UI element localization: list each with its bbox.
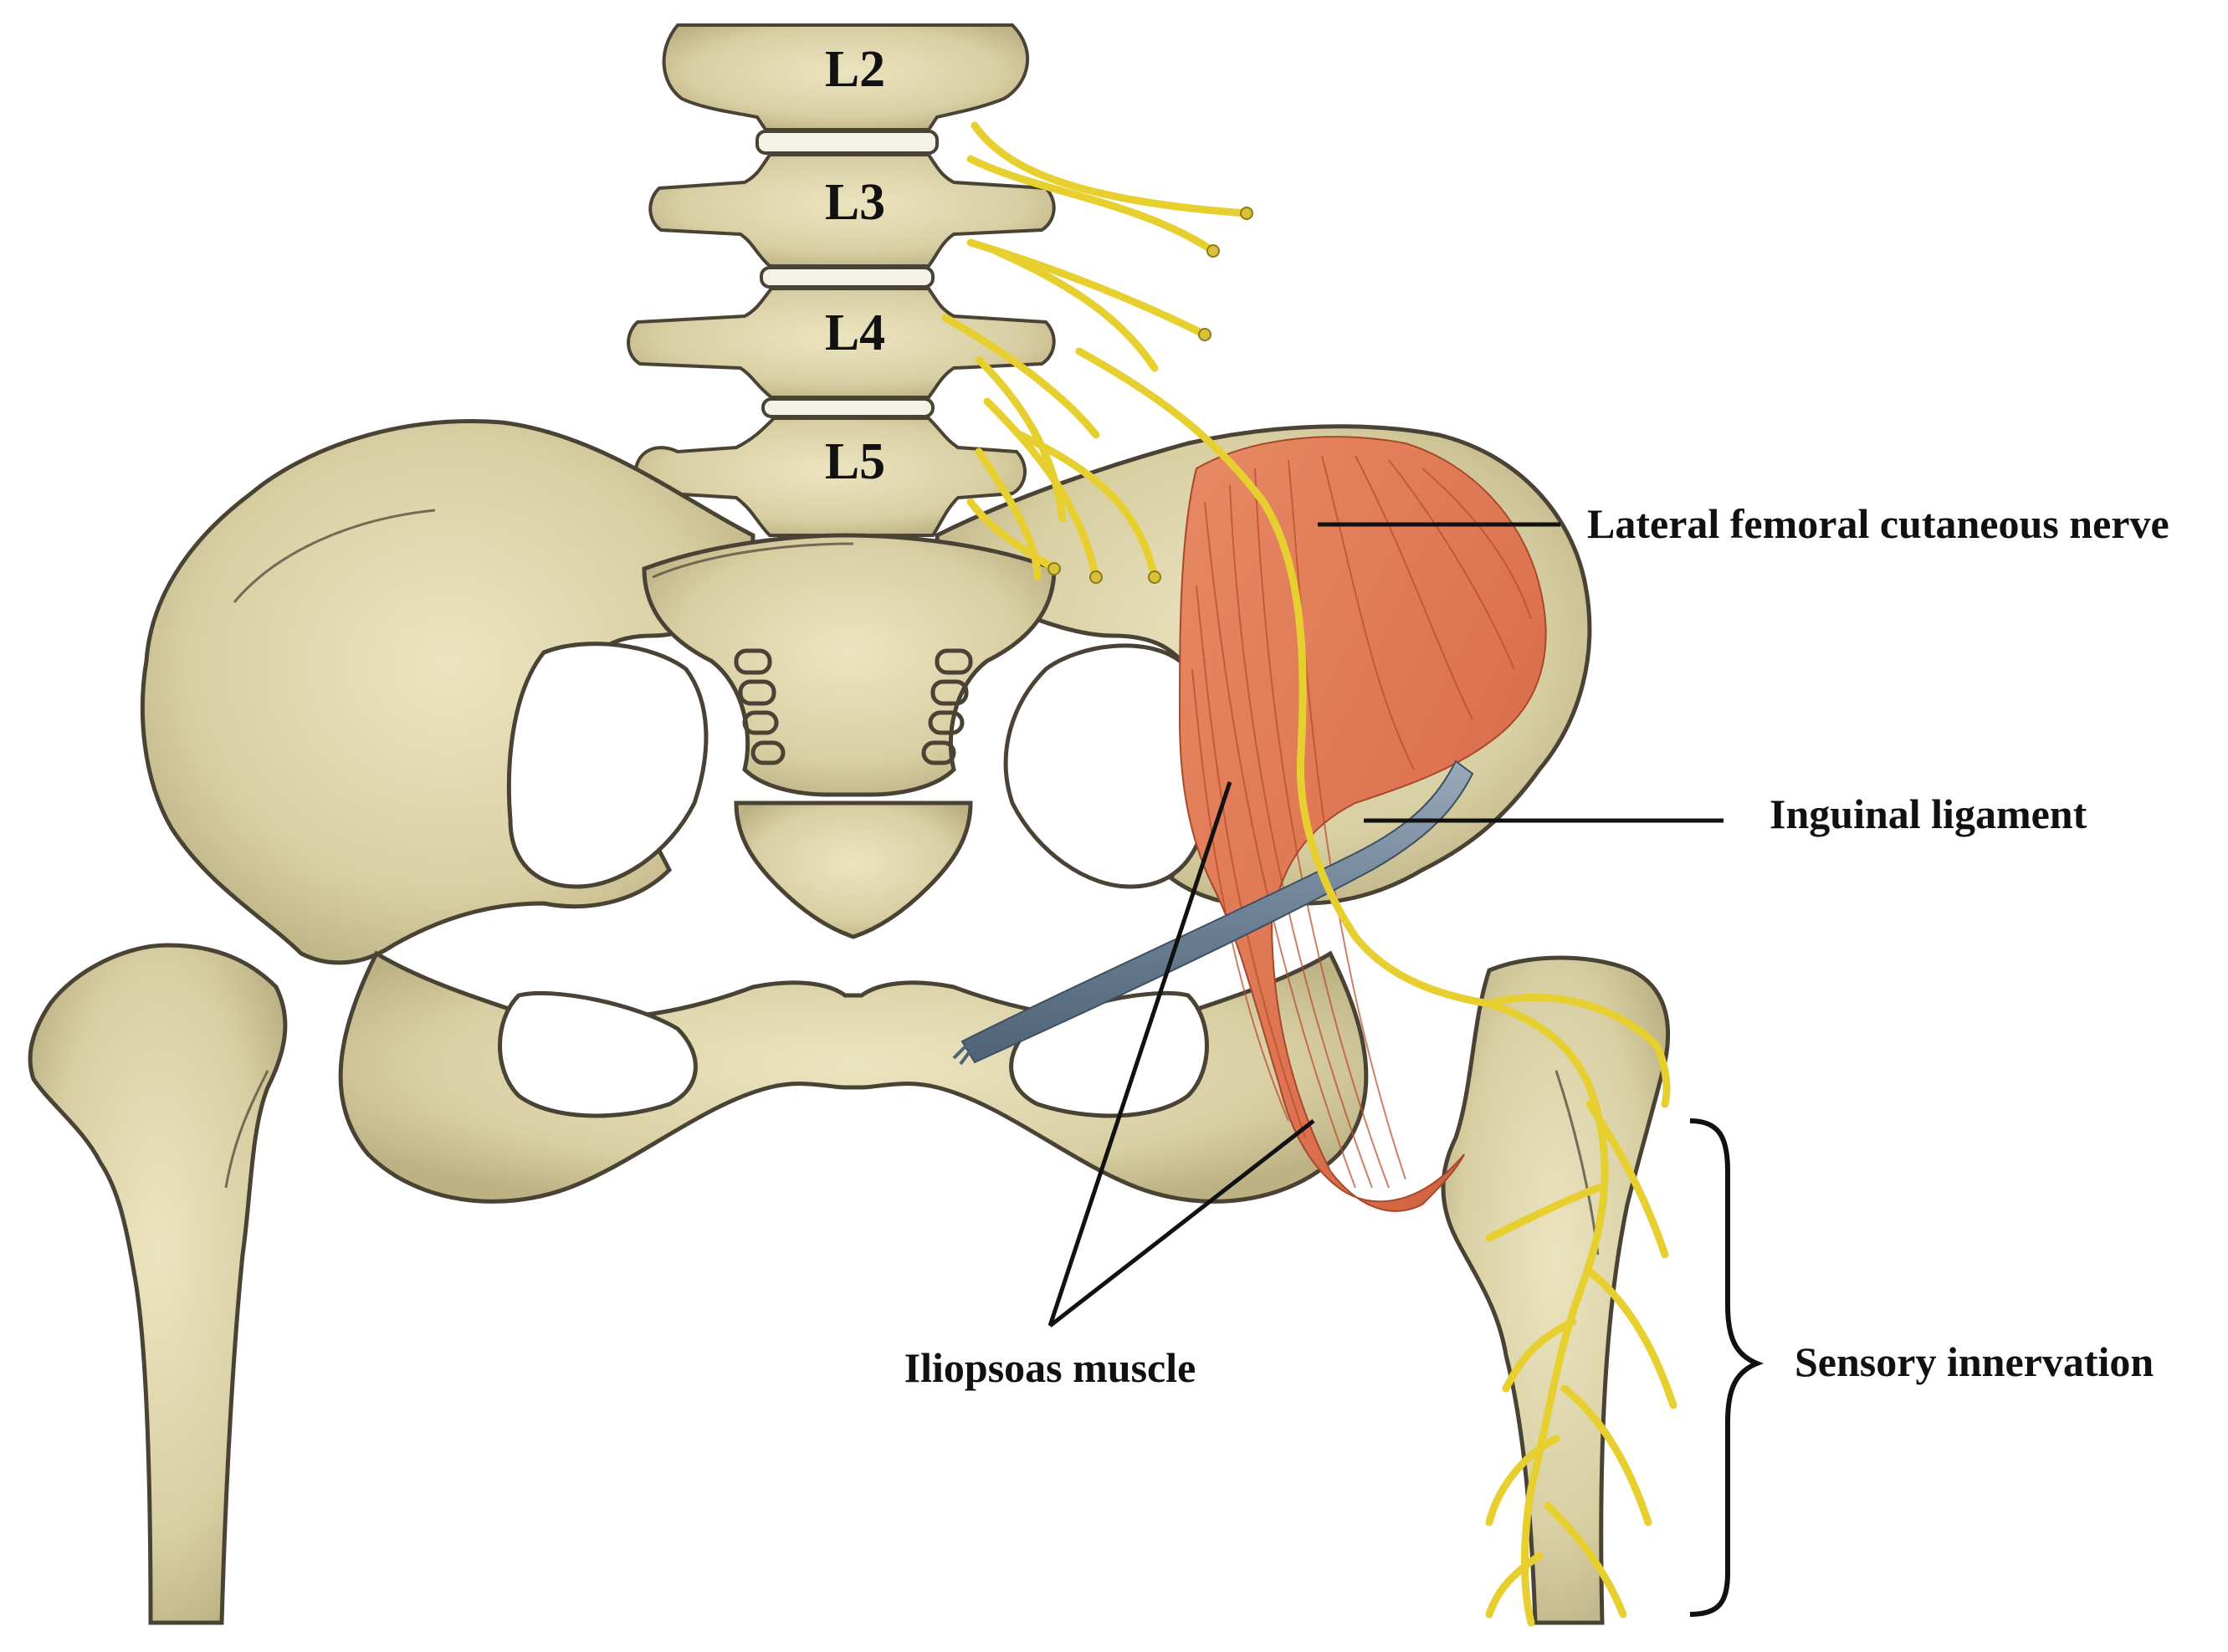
nerve-branch-7 <box>975 448 1042 581</box>
nerve-end-dots <box>1047 207 1253 584</box>
inguinal-ligament-shape <box>952 760 1474 1066</box>
disc-l2-l3 <box>755 130 939 155</box>
label-inguinal-ligament: Inguinal ligament <box>1770 790 2087 837</box>
nerve-branch-1 <box>971 121 1251 217</box>
disc-l3-l4 <box>760 266 935 289</box>
nerve-branch-4 <box>991 247 1159 372</box>
sacrum <box>642 533 1057 797</box>
nerve-branch-10 <box>1017 431 1159 581</box>
left-obturator-foramen <box>498 990 698 1118</box>
sensory-branch-6 <box>1560 1384 1652 1527</box>
leader-iliopsoas-2 <box>1048 1119 1315 1327</box>
label-sensory-innervation: Sensory innervation <box>1795 1338 2154 1385</box>
sensory-branch-1 <box>1485 993 1671 1108</box>
vertebra-l5 <box>633 417 1027 537</box>
sensory-branch-5 <box>1502 1317 1577 1393</box>
vertebra-label-l2: L2 <box>825 41 885 98</box>
vertebra-label-l3: L3 <box>825 174 885 231</box>
left-femur <box>28 943 288 1625</box>
lumbar-plexus-nerves <box>941 121 1677 1627</box>
nerve-branch-6 <box>975 355 1067 523</box>
sensory-branch-2 <box>1585 1100 1669 1259</box>
right-femur <box>1441 955 1671 1625</box>
lateral-femoral-cutaneous-nerve-path <box>1075 347 1609 1627</box>
left-pelvic-inlet <box>506 642 709 889</box>
sensory-branch-3 <box>1485 1184 1602 1242</box>
coccyx <box>734 800 973 939</box>
sacral-foramina <box>734 648 973 765</box>
vertebra-label-l4: L4 <box>825 304 885 361</box>
vertebra-l3 <box>648 153 1056 268</box>
iliacus-muscle-body <box>1178 436 1547 1212</box>
sensory-branch-9 <box>1485 1552 1544 1619</box>
leader-iliopsoas-1 <box>1047 781 1232 1327</box>
femurs <box>28 943 1671 1625</box>
label-lateral-femoral-cutaneous-nerve: Lateral femoral cutaneous nerve <box>1587 500 2169 547</box>
right-pelvic-inlet <box>1003 643 1212 889</box>
disc-l4-l5 <box>761 397 935 418</box>
sensory-branch-8 <box>1544 1501 1627 1619</box>
nerve-branch-8 <box>966 498 1058 573</box>
sensory-branch-4 <box>1585 1267 1677 1409</box>
nerve-branch-2 <box>966 155 1217 255</box>
muscle-fibers <box>1191 455 1532 1189</box>
label-iliopsoas-muscle: Iliopsoas muscle <box>904 1344 1196 1391</box>
sensory-brace <box>1689 1118 1764 1617</box>
vertebra-label-l5: L5 <box>825 433 885 490</box>
nerve-branch-5 <box>941 314 1100 439</box>
nerve-branch-9 <box>983 397 1100 581</box>
iliopsoas-muscle <box>1178 436 1547 1212</box>
pubis <box>338 950 1369 1204</box>
sensory-branch-7 <box>1485 1435 1560 1527</box>
leader-lines <box>1047 522 1723 1327</box>
